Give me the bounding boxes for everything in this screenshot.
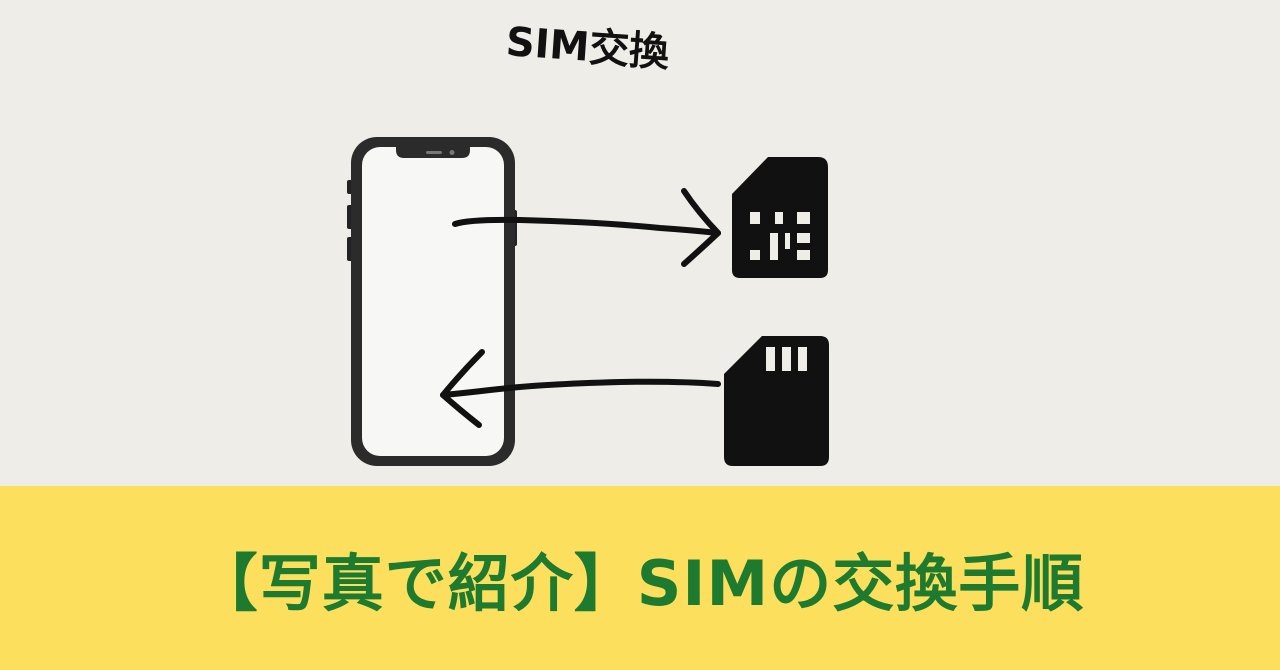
sim-exchange-illustration <box>347 137 829 466</box>
arrow-left-icon <box>440 349 721 428</box>
banner-title: 【写真で紹介】SIMの交換手順 <box>195 547 1085 620</box>
illustration-area: SIM交換 <box>347 19 829 466</box>
sim-card-icon <box>732 157 828 278</box>
title-banner: 【写真で紹介】SIMの交換手順 <box>0 486 1280 670</box>
arrow-right-icon <box>452 188 721 267</box>
sd-card-icon <box>724 336 829 466</box>
smartphone-icon <box>347 137 517 466</box>
